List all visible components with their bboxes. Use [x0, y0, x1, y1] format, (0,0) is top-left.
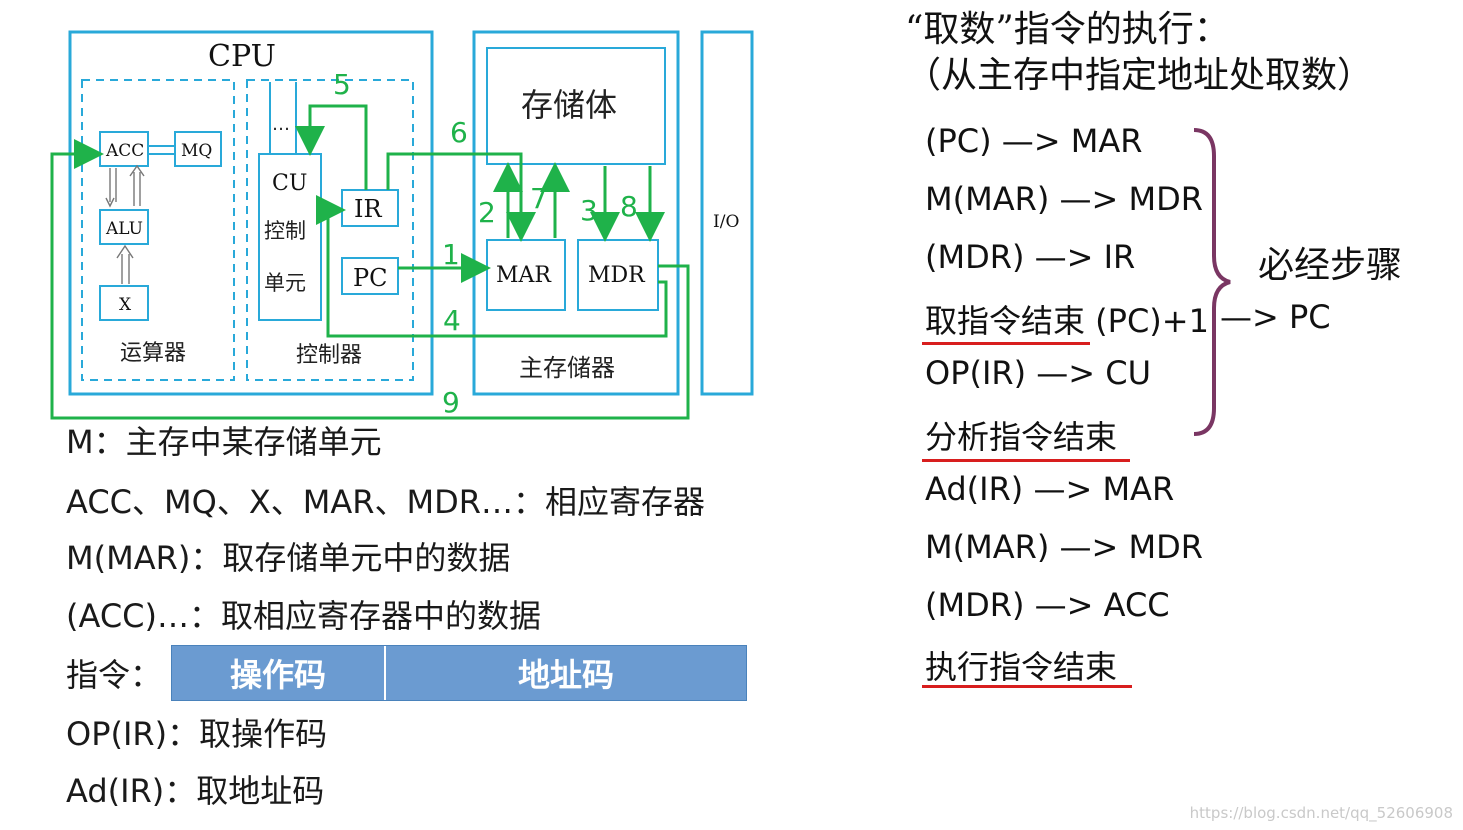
ir-label: IR [354, 195, 382, 223]
fetch-end-underline [922, 342, 1090, 345]
cpu-label: CPU [208, 39, 276, 74]
cu-box [258, 153, 322, 321]
step-4: 取指令结束 (PC)+1 [925, 302, 1209, 340]
cu-label-2: 控制 [264, 219, 306, 243]
step-6: 分析指令结束 [925, 418, 1118, 456]
path-4-number: 4 [443, 304, 461, 337]
main-memory-label: 主存储器 [519, 354, 615, 382]
instruction-format-row: 指令： 操作码 地址码 [66, 645, 747, 701]
mdr-label: MDR [588, 263, 646, 288]
watermark: https://blog.csdn.net/qq_52606908 [1189, 804, 1453, 822]
mq-register [174, 131, 222, 167]
memory-body-box [486, 47, 666, 165]
io-box [700, 30, 754, 396]
path-3-number: 3 [580, 194, 598, 227]
decode-end-underline [922, 459, 1130, 462]
instruction-format-bar: 操作码 地址码 [171, 645, 747, 701]
address-code-field: 地址码 [384, 646, 746, 700]
required-steps-label: 必经步骤 [1258, 245, 1403, 286]
legend-m-mar: M(MAR)：取存储单元中的数据 [66, 539, 511, 577]
cpu-box [68, 30, 434, 396]
legend-acc-data: (ACC)…：取相应寄存器中的数据 [66, 597, 541, 635]
io-label: I/O [713, 212, 739, 232]
main-memory-box [472, 30, 680, 396]
legend-m: M：主存中某存储单元 [66, 423, 382, 461]
step-2: M(MAR) —> MDR [925, 180, 1203, 218]
opcode-field: 操作码 [172, 646, 384, 700]
pc-register [341, 257, 399, 295]
cu-dots: … [272, 114, 290, 135]
memory-body-label: 存储体 [521, 86, 617, 124]
step-3: (MDR) —> IR [925, 238, 1136, 276]
x-label: X [119, 295, 132, 315]
path-7-number: 7 [530, 182, 548, 215]
mar-label: MAR [496, 263, 552, 288]
x-register [99, 285, 149, 321]
required-steps-brace [1193, 128, 1231, 436]
control-unit-label: 控制器 [296, 343, 362, 368]
mq-label: MQ [181, 141, 212, 161]
path-2-number: 2 [478, 196, 496, 229]
execute-end-underline [922, 685, 1132, 688]
computer-structure-diagram: CPU ACC MQ ALU X 运算器 … CU 控制 单元 IR PC 控制… [50, 30, 754, 420]
path-6-number: 6 [450, 116, 468, 149]
path-8-number: 8 [620, 190, 638, 223]
pc-label: PC [353, 264, 388, 292]
step-8: M(MAR) —> MDR [925, 528, 1203, 566]
legend-ad-ir: Ad(IR)：取地址码 [66, 772, 325, 810]
cu-label-3: 单元 [264, 271, 306, 295]
cu-label: CU [272, 171, 307, 196]
right-subtitle: （从主存中指定地址处取数） [905, 55, 1374, 96]
path-5-number: 5 [333, 68, 351, 101]
legend-op-ir: OP(IR)：取操作码 [66, 715, 328, 753]
path-9-number: 9 [442, 386, 460, 419]
step-1: (PC) —> MAR [925, 122, 1143, 160]
alu-box [99, 209, 149, 245]
alu-unit-label: 运算器 [120, 341, 186, 366]
data-paths [50, 104, 690, 420]
step-9: (MDR) —> ACC [925, 586, 1170, 624]
mdr-register [577, 239, 659, 311]
ir-register [341, 189, 399, 227]
right-title: “取数”指令的执行： [905, 9, 1230, 50]
mar-register [486, 239, 566, 311]
acc-label: ACC [105, 141, 144, 161]
legend-registers: ACC、MQ、X、MAR、MDR…：相应寄存器 [66, 483, 705, 521]
step-5: OP(IR) —> CU [925, 354, 1152, 392]
path-1-number: 1 [442, 238, 460, 271]
instruction-label: 指令： [66, 656, 163, 694]
control-unit-region [246, 79, 414, 381]
step-10: 执行指令结束 [925, 648, 1118, 686]
alu-label: ALU [105, 219, 143, 239]
step-7: Ad(IR) —> MAR [925, 470, 1175, 508]
alu-internal-arrows [105, 164, 145, 284]
alu-unit-region [81, 79, 235, 381]
pc-increment-target: —> PC [1220, 298, 1331, 336]
